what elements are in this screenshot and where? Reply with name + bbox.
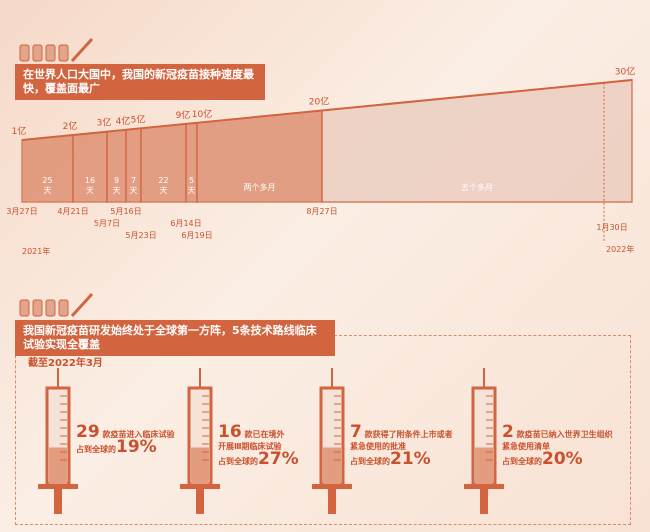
interval-label: 两个多月	[243, 183, 276, 192]
syringe-plunger	[328, 489, 336, 514]
value-label: 5亿	[131, 113, 146, 125]
date-label: 6月19日	[181, 231, 212, 240]
syringe-fill	[191, 447, 209, 484]
stat-item: 16 款已在境外 开展Ⅲ期临床试验 占到全球的27%	[218, 424, 299, 469]
stat-item: 7 款获得了附条件上市或者 紧急使用的批准 占到全球的21%	[350, 424, 453, 469]
growth-line	[21, 79, 633, 141]
syringe-plunger	[54, 489, 62, 514]
share-value: 19%	[116, 437, 157, 457]
stat-item: 2 款疫苗已纳入世界卫生组织 紧急使用清单 占到全球的20%	[502, 424, 613, 469]
interval-label: 22天	[158, 176, 169, 195]
syringe-fill	[49, 447, 67, 484]
vial-icon	[45, 44, 56, 62]
stat-item: 29 款疫苗进入临床试验 占到全球的19%	[76, 424, 175, 457]
value-label: 9亿	[176, 109, 191, 121]
year-label: 2021年	[22, 246, 50, 256]
value-label: 30亿	[615, 65, 635, 77]
stat-number: 7	[350, 422, 362, 442]
date-label: 8月27日	[306, 207, 337, 216]
vaccination-chart: 1亿 3月27日 2亿 4月21日 3亿 5月7日 4亿 5月16日 5亿 5月23日 9亿 6月14…	[6, 37, 635, 256]
value-label: 4亿	[116, 115, 131, 127]
vial-icon	[32, 299, 43, 317]
stat-number: 16	[218, 422, 242, 442]
interval-label: 五个多月	[461, 183, 493, 192]
syringe-fill	[323, 447, 341, 484]
rd-title: 我国新冠疫苗研发始终处于全球第一方阵，5条技术路线临床试验实现全覆盖	[15, 320, 335, 356]
syringe-fill	[475, 447, 493, 484]
date-label: 1月30日	[596, 223, 627, 232]
syringe-flange	[464, 484, 504, 489]
stat-line2: 紧急使用清单	[502, 442, 550, 451]
interval-label: 25天	[42, 176, 53, 195]
syringe-plunger	[480, 489, 488, 514]
interval-label: 9天	[112, 176, 121, 195]
interval-label: 5天	[187, 176, 196, 195]
date-label: 3月27日	[6, 207, 37, 216]
vial-icon	[19, 44, 30, 62]
date-label: 5月7日	[94, 219, 120, 228]
date-note: 截至2022年3月	[28, 358, 103, 369]
stat-line1: 款获得了附条件上市或者	[364, 430, 453, 439]
stat-number: 2	[502, 422, 514, 442]
vial-icon	[58, 44, 69, 62]
share-prefix: 占到全球的	[218, 457, 258, 466]
syringe-plunger	[196, 489, 204, 514]
stat-line1: 款已在境外	[244, 430, 285, 439]
share-value: 20%	[542, 449, 583, 469]
vial-icon	[58, 299, 69, 317]
value-label: 3亿	[97, 117, 112, 129]
syringe-flange	[312, 484, 352, 489]
syringe-icon	[70, 292, 94, 318]
value-label: 20亿	[309, 95, 329, 107]
date-label: 6月14日	[170, 219, 201, 228]
share-prefix: 占到全球的	[350, 457, 390, 466]
syringe-flange	[180, 484, 220, 489]
share-prefix: 占到全球的	[76, 445, 116, 454]
syringe-flange	[38, 484, 78, 489]
vial-icon	[32, 44, 43, 62]
date-label: 4月21日	[57, 207, 88, 216]
date-label: 5月23日	[125, 231, 156, 240]
stat-line1: 款疫苗进入临床试验	[102, 430, 175, 439]
interval-label: 7天	[129, 176, 138, 195]
chart-title: 在世界人口大国中，我国的新冠疫苗接种速度最快，覆盖面最广	[15, 64, 265, 100]
value-label: 1亿	[12, 125, 27, 137]
value-label: 10亿	[192, 108, 212, 120]
vial-icon	[45, 299, 56, 317]
share-prefix: 占到全球的	[502, 457, 542, 466]
share-value: 21%	[390, 449, 431, 469]
stat-line1: 款疫苗已纳入世界卫生组织	[516, 430, 613, 439]
vial-icon	[19, 299, 30, 317]
stat-number: 29	[76, 422, 100, 442]
share-value: 27%	[258, 449, 299, 469]
date-label: 5月16日	[110, 207, 141, 216]
year-label: 2022年	[606, 244, 634, 254]
stat-line2: 开展Ⅲ期临床试验	[218, 442, 282, 451]
stat-line2: 紧急使用的批准	[350, 442, 406, 451]
value-label: 2亿	[63, 120, 78, 132]
interval-label: 16天	[84, 176, 96, 195]
syringe-icon	[70, 37, 94, 63]
